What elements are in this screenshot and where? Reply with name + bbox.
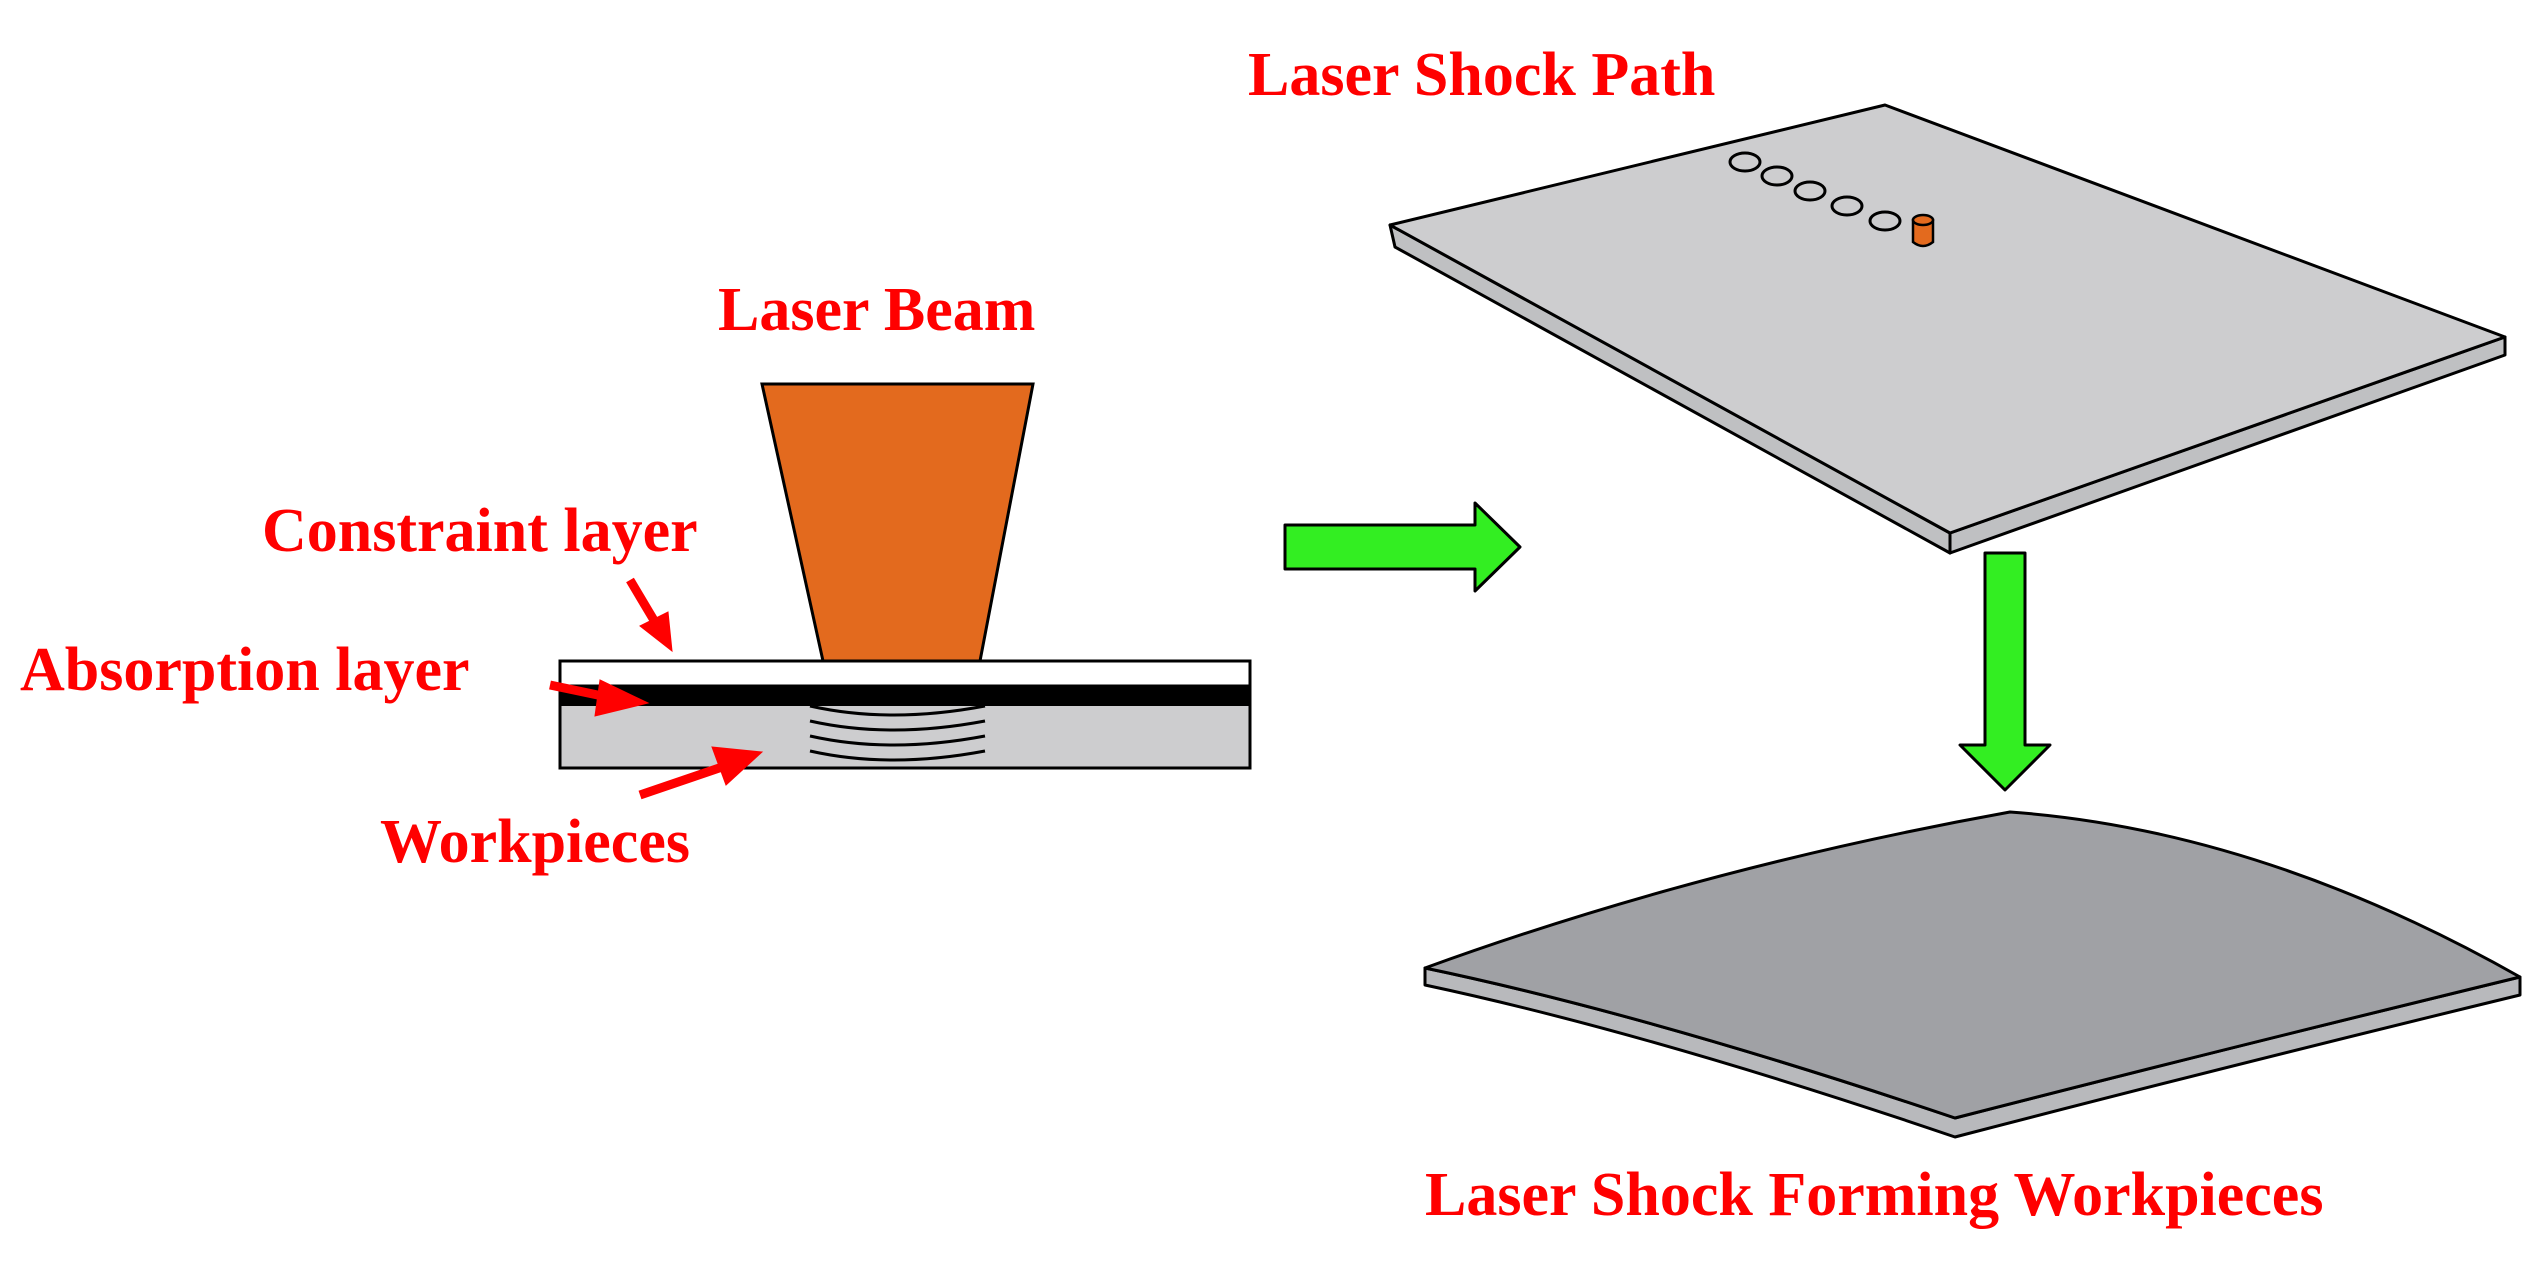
- workpieces-label: Workpieces: [380, 808, 690, 876]
- forming-workpieces-label: Laser Shock Forming Workpieces: [1425, 1161, 2323, 1229]
- laser-beam-shape: [760, 382, 1035, 663]
- shock-path-spots: [1728, 151, 1902, 232]
- green-right-arrow-icon: [1283, 501, 1522, 593]
- absorption-layer-strip: [560, 686, 1250, 706]
- absorption-layer-label: Absorption layer: [20, 636, 470, 704]
- laser-spot-icon: [1911, 213, 1935, 248]
- cross-section-setup: [558, 382, 1252, 770]
- shock-wave-arcs: [809, 704, 986, 762]
- label-pointer-arrows: [549, 577, 764, 800]
- green-down-arrow-icon: [1958, 551, 2052, 792]
- flat-plate: [1388, 103, 2507, 555]
- constraint-layer-strip: [558, 659, 1252, 688]
- constraint-layer-label: Constraint layer: [262, 497, 698, 565]
- formed-plate: [1423, 810, 2522, 1139]
- laser-beam-label: Laser Beam: [718, 276, 1035, 344]
- laser-shock-path-label: Laser Shock Path: [1248, 41, 1715, 109]
